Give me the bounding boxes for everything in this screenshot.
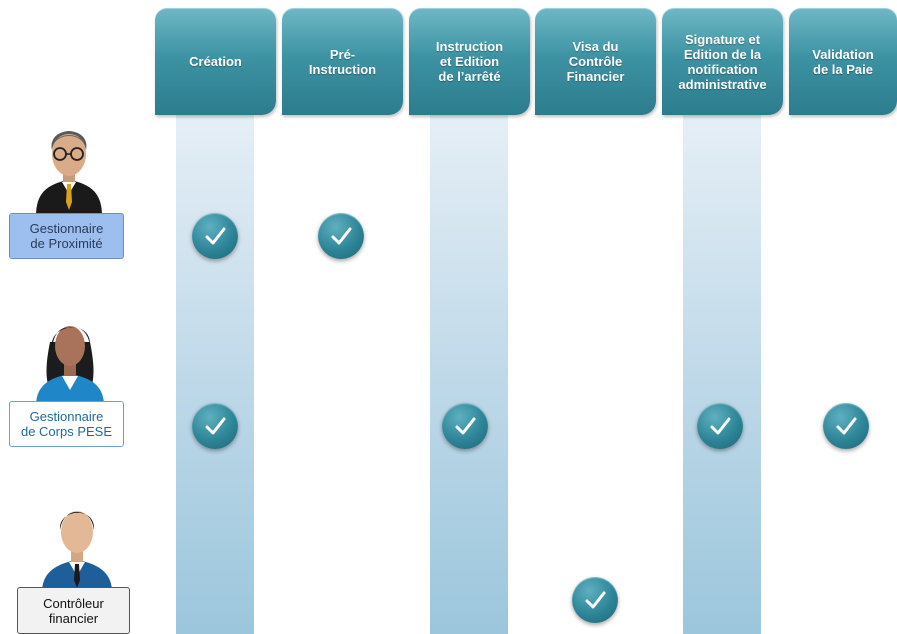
column-header-label: Création xyxy=(189,54,242,69)
column-header-label: Pré- Instruction xyxy=(308,46,377,77)
column-stripe-instruction xyxy=(430,112,508,634)
column-header-label: Signature et Edition de la notification … xyxy=(678,31,767,92)
column-header-pre-instruction: Pré- Instruction xyxy=(282,8,403,115)
businessman-glasses-icon xyxy=(36,131,102,216)
column-header-visa: Visa du Contrôle Financier xyxy=(535,8,656,115)
column-header-label: Validation de la Paie xyxy=(812,46,874,77)
check-icon xyxy=(823,403,869,449)
column-stripe-signature xyxy=(683,112,761,634)
check-icon xyxy=(192,403,238,449)
check-icon xyxy=(318,213,364,259)
check-icon xyxy=(572,577,618,623)
check-icon xyxy=(442,403,488,449)
column-header-label: Visa du Contrôle Financier xyxy=(566,39,625,84)
actor-label-gestionnaire-corps-pese: Gestionnaire de Corps PESE xyxy=(9,401,124,447)
check-icon xyxy=(192,213,238,259)
column-header-creation: Création xyxy=(155,8,276,115)
businesswoman-icon xyxy=(36,326,104,406)
column-header-validation: Validation de la Paie xyxy=(789,8,897,115)
actor-label-gestionnaire-proximite: Gestionnaire de Proximité xyxy=(9,213,124,259)
column-header-signature: Signature et Edition de la notification … xyxy=(662,8,783,115)
column-header-label: Instruction et Edition de l’arrêté xyxy=(435,39,504,84)
column-header-instruction: Instruction et Edition de l’arrêté xyxy=(409,8,530,115)
businessman-icon xyxy=(42,511,112,592)
actor-label-controleur-financier: Contrôleur financier xyxy=(17,587,130,634)
column-stripe-creation xyxy=(176,112,254,634)
check-icon xyxy=(697,403,743,449)
